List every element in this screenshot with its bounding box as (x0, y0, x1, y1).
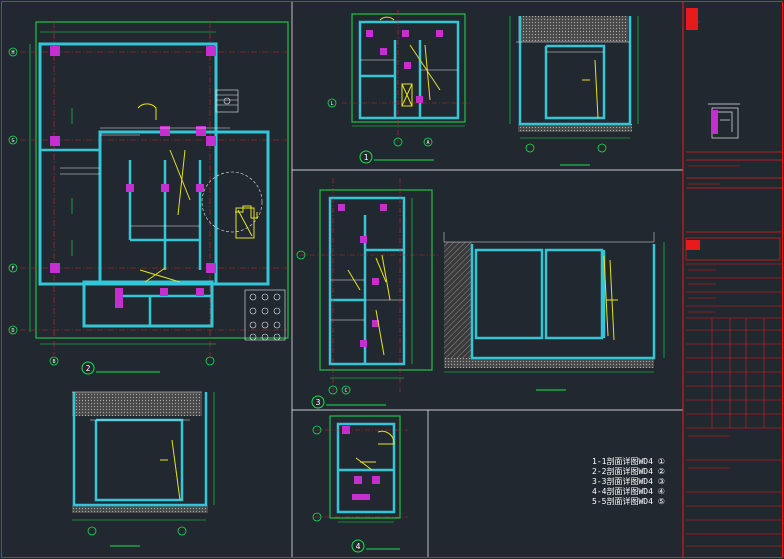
title-block (685, 8, 782, 547)
legend-row: 4-4剖面详图WD4 ④ (592, 487, 684, 497)
axis-label-c: C (344, 388, 347, 394)
axis-label-h: H (11, 50, 14, 56)
legend-number: ② (657, 467, 665, 476)
legend-text: 2-2剖面详图WD4 (592, 467, 653, 476)
legend-number: ③ (657, 477, 665, 486)
legend-row: 1-1剖面详图WD4 ① (592, 457, 684, 467)
view-number-2: 2 (86, 364, 91, 373)
legend-row: 2-2剖面详图WD4 ② (592, 467, 684, 477)
axis-label-a: A (426, 140, 429, 146)
axis-label-l: L (330, 101, 333, 107)
axis-label-b: B (52, 359, 55, 365)
legend-row: 3-3剖面详图WD4 ③ (592, 477, 684, 487)
section-middle-right (443, 232, 665, 391)
view-number-3: 3 (316, 398, 321, 407)
view-number-1: 1 (364, 153, 369, 162)
legend-text: 3-3剖面详图WD4 (592, 477, 653, 486)
legend-text: 5-5剖面详图WD4 (592, 497, 653, 506)
axis-label-d: D (11, 328, 14, 334)
legend-number: ⑤ (657, 497, 665, 506)
axis-label-f: F (11, 266, 14, 272)
view-number-4: 4 (356, 542, 361, 551)
legend-number: ④ (657, 487, 665, 496)
axis-label-g: G (11, 138, 14, 144)
floor-plan-2 (8, 21, 289, 375)
section-lower-left (72, 391, 215, 547)
floor-plan-4 (312, 415, 408, 553)
floor-plan-1 (327, 10, 470, 164)
section-top-right (509, 16, 639, 166)
floor-plan-3 (296, 178, 440, 409)
section-legend: 1-1剖面详图WD4 ① 2-2剖面详图WD4 ② 3-3剖面详图WD4 ③ 4… (592, 457, 684, 507)
legend-text: 1-1剖面详图WD4 (592, 457, 653, 466)
legend-row: 5-5剖面详图WD4 ⑤ (592, 497, 684, 507)
legend-text: 4-4剖面详图WD4 (592, 487, 653, 496)
legend-number: ① (657, 457, 665, 466)
